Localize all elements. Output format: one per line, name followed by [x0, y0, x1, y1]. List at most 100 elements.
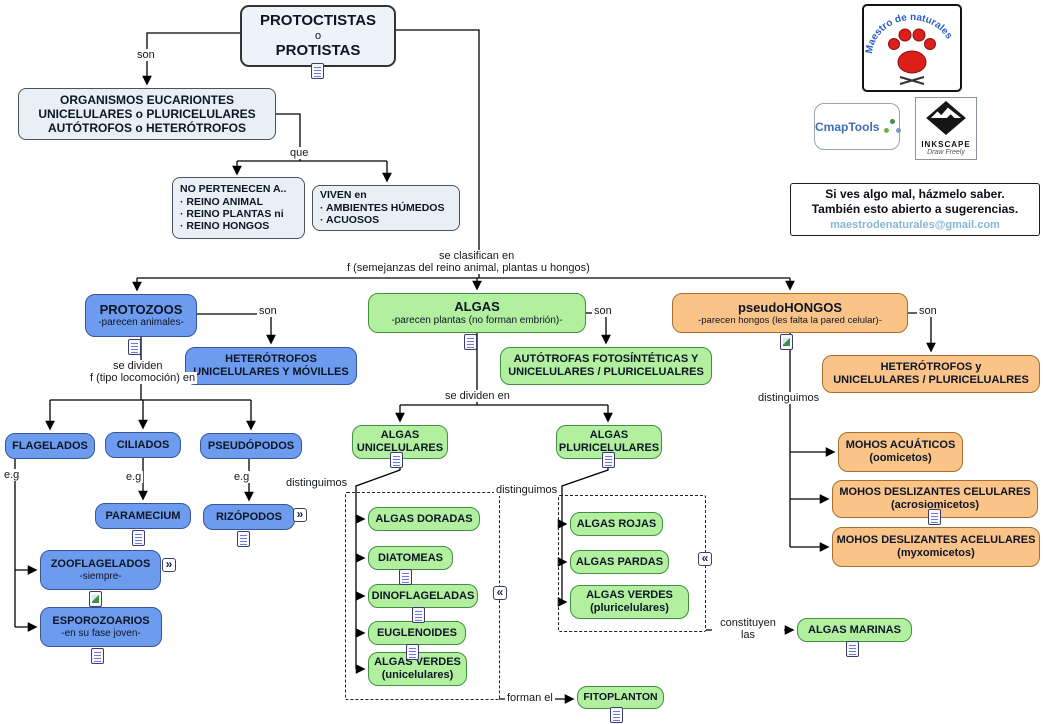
node-line: · AMBIENTES HÚMEDOS [320, 201, 445, 214]
resource-icon[interactable] [399, 569, 412, 585]
edge-label-eg: e.g [232, 471, 252, 483]
node-line: UNICELULARES Y MÓVILLES [193, 366, 349, 378]
node-dinoflageladas[interactable]: DINOFLAGELADAS [368, 584, 478, 608]
node-subtitle: -parecen animales- [98, 317, 184, 329]
node-line: (oomicetos) [869, 452, 932, 464]
edge-label-se-clasifican: se clasifican en [437, 250, 517, 262]
node-title: FLAGELADOS [12, 439, 88, 452]
node-subtitle: -en su fase joven- [61, 627, 141, 639]
node-line: UNICELULARES / PLURICELUALRES [833, 374, 1029, 386]
resource-icon[interactable] [128, 339, 141, 355]
edge-label-distinguimos: distinguimos [284, 477, 350, 489]
resource-icon[interactable] [610, 707, 623, 723]
node-algas-verdes-pluricelulares[interactable]: ALGAS VERDES (pluricelulares) [570, 585, 689, 619]
node-title: PARAMECIUM [105, 509, 181, 522]
resource-icon[interactable] [412, 607, 425, 623]
image-resource-icon[interactable] [780, 334, 793, 350]
cmaptools-label: CmapTools [815, 119, 880, 134]
node-mohos-deslizantes-acelulares[interactable]: MOHOS DESLIZANTES ACELULARES (myxomiceto… [832, 527, 1040, 567]
node-line: ALGAS VERDES [586, 589, 673, 602]
node-subtitle: -siempre- [79, 570, 122, 582]
node-protoctistas[interactable]: PROTOCTISTAS o PROTISTAS [240, 5, 396, 67]
node-line: · ACUOSOS [320, 214, 380, 227]
edge-label-eg: e.g [124, 471, 144, 483]
node-connector-word: o [314, 29, 322, 42]
node-no-pertenecen[interactable]: NO PERTENECEN A.. · REINO ANIMAL · REINO… [172, 177, 305, 239]
node-algas-pardas[interactable]: ALGAS PARDAS [570, 550, 669, 574]
node-rizopodos[interactable]: RIZÓPODOS [203, 504, 295, 530]
node-line: NO PERTENECEN A.. [180, 183, 287, 196]
node-title: FITOPLANTON [583, 691, 658, 704]
node-title: PSEUDÓPODOS [207, 439, 295, 452]
edge-label-tipo-locomocion: f (tipo locomoción) en [88, 372, 198, 384]
node-title: ALGAS MARINAS [808, 623, 901, 636]
edge-label-son: son [592, 305, 614, 317]
node-title: ALGAS DORADAS [375, 512, 473, 525]
node-algas-pluricelulares[interactable]: ALGAS PLURICELULARES [556, 425, 662, 459]
node-pseudopodos[interactable]: PSEUDÓPODOS [200, 433, 302, 459]
node-line: (acrosiomicetos) [890, 499, 980, 511]
node-line: MOHOS ACUÁTICOS [845, 439, 956, 452]
resource-icon[interactable] [464, 334, 477, 350]
chevron-right-icon[interactable]: » [162, 558, 176, 572]
node-line: HETERÓTROFOS [225, 353, 317, 366]
node-title: DIATOMEAS [378, 551, 443, 564]
node-flagelados[interactable]: FLAGELADOS [5, 433, 95, 459]
node-line: UNICELULARES / PLURICELUALRES [508, 366, 704, 378]
resource-icon[interactable] [928, 509, 941, 525]
node-autotrofas-algas[interactable]: AUTÓTROFAS FOTOSÍNTÉTICAS Y UNICELULARES… [500, 347, 712, 385]
node-line: ALGAS [589, 429, 629, 442]
node-line: (pluricelulares) [590, 602, 669, 614]
node-fitoplanton[interactable]: FITOPLANTON [577, 686, 664, 709]
node-line: VIVEN en [320, 189, 367, 202]
maestro-logo-graphic: Maestro de naturales [864, 12, 955, 85]
resource-icon[interactable] [132, 530, 145, 546]
node-ciliados[interactable]: CILIADOS [105, 432, 181, 458]
node-subtitle: -parecen hongos (les falta la pared celu… [698, 315, 882, 327]
edge-label-son: son [257, 305, 279, 317]
node-title: PROTOZOOS [99, 301, 183, 317]
inkscape-diamond-icon [926, 101, 966, 135]
chevron-right-icon[interactable]: » [293, 508, 307, 522]
node-algas[interactable]: ALGAS -parecen plantas (no forman embrió… [368, 293, 586, 333]
node-organismos-eucariontes[interactable]: ORGANISMOS EUCARIONTES UNICELULARES o PL… [18, 88, 276, 140]
node-protozoos[interactable]: PROTOZOOS -parecen animales- [85, 294, 197, 337]
node-esporozoarios[interactable]: ESPOROZOARIOS -en su fase joven- [40, 607, 162, 647]
resource-icon[interactable] [406, 644, 419, 660]
node-line: AUTÓTROFAS FOTOSÍNTÉTICAS Y [513, 353, 699, 366]
node-paramecium[interactable]: PARAMECIUM [95, 503, 191, 529]
maestro-de-naturales-logo: Maestro de naturales [862, 4, 962, 92]
node-algas-marinas[interactable]: ALGAS MARINAS [797, 618, 912, 642]
node-title: ALGAS PARDAS [575, 555, 664, 568]
resource-icon[interactable] [237, 531, 250, 547]
edge-label-distinguimos: distinguimos [756, 392, 822, 404]
chevron-left-icon[interactable]: « [493, 586, 507, 600]
cmaptools-icon [884, 118, 899, 135]
node-viven-en[interactable]: VIVEN en · AMBIENTES HÚMEDOS · ACUOSOS [312, 185, 460, 231]
node-heterotrofos-protozoos[interactable]: HETERÓTROFOS UNICELULARES Y MÓVILLES [185, 347, 357, 385]
chevron-left-icon[interactable]: « [698, 552, 712, 566]
resource-icon[interactable] [846, 641, 859, 657]
image-resource-icon[interactable] [89, 591, 102, 607]
node-title: pseudoHONGOS [737, 299, 842, 315]
resource-icon[interactable] [390, 452, 403, 468]
edge-label-son: son [135, 49, 157, 61]
node-pseudohongos[interactable]: pseudoHONGOS -parecen hongos (les falta … [672, 293, 908, 333]
node-heterotrofos-hongos[interactable]: HETERÓTROFOS y UNICELULARES / PLURICELUA… [822, 355, 1040, 393]
resource-icon[interactable] [602, 452, 615, 468]
node-title: ALGAS ROJAS [576, 517, 657, 530]
inkscape-tagline: Draw Freely [927, 149, 965, 156]
node-diatomeas[interactable]: DIATOMEAS [368, 546, 453, 570]
node-euglenoides[interactable]: EUGLENOIDES [368, 621, 466, 645]
email-link[interactable]: maestrodenaturales@gmail.com [830, 218, 1000, 231]
node-line: AUTÓTROFOS o HETERÓTROFOS [48, 121, 246, 136]
node-title: ESPOROZOARIOS [52, 614, 150, 627]
node-algas-doradas[interactable]: ALGAS DORADAS [368, 507, 480, 531]
node-zooflagelados[interactable]: ZOOFLAGELADOS -siempre- [40, 550, 161, 590]
edge-label-que: que [288, 147, 311, 159]
resource-icon[interactable] [311, 63, 324, 79]
node-mohos-acuaticos[interactable]: MOHOS ACUÁTICOS (oomicetos) [838, 432, 963, 472]
node-algas-rojas[interactable]: ALGAS ROJAS [570, 512, 663, 536]
resource-icon[interactable] [91, 648, 104, 664]
